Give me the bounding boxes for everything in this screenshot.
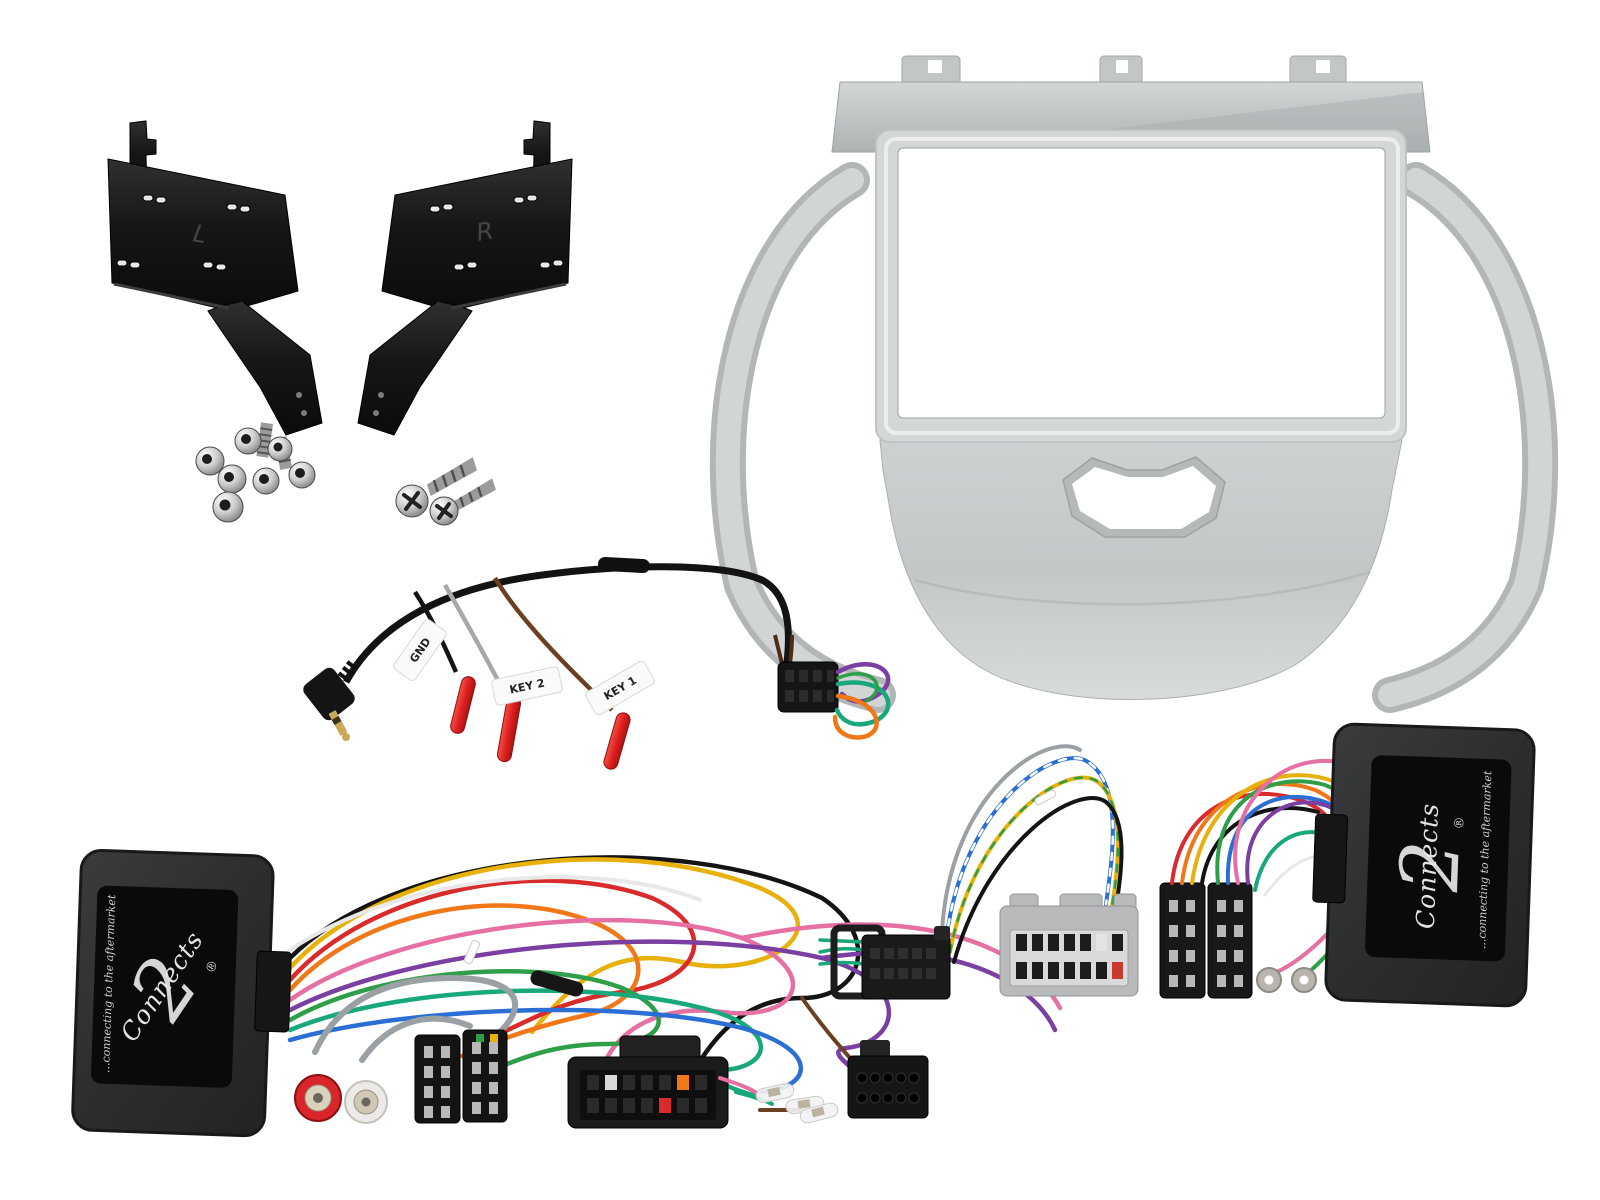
brand-registered: ® [1452, 816, 1467, 830]
hazard-switch-cutout [1062, 456, 1226, 538]
bracket-left-slots [116, 194, 251, 271]
bullet-terminals [450, 676, 631, 770]
fascia-lower-body [879, 439, 1403, 700]
interface-module-left: 2 Connects ® ...connecting to the afterm… [71, 848, 292, 1138]
bracket-left-fold-highlight [113, 282, 229, 310]
bracket-right-foot-holes [373, 392, 384, 416]
fascia-panel [709, 55, 1559, 713]
iso-connector-pair [1159, 882, 1253, 999]
cable-tie [463, 939, 481, 965]
mounting-brackets: L R [107, 120, 573, 436]
clear-bullet-connectors [718, 1076, 839, 1124]
bracket-left: L [107, 120, 323, 436]
interface-module-right: 2 Connects ® ...connecting to the afterm… [1312, 722, 1536, 1008]
heatshrink [598, 557, 650, 573]
iso-connector-pair [414, 1029, 508, 1124]
brand-script: Connects [1411, 802, 1444, 929]
fascia-right-wing [1372, 162, 1559, 713]
right-harness-assembly: 2 Connects ® ...connecting to the afterm… [818, 722, 1536, 1008]
din-opening [897, 147, 1386, 419]
cable-tie [1034, 789, 1057, 806]
module-output-connector [254, 950, 292, 1033]
patch-lead: GND KEY 2 KEY 1 [303, 557, 891, 770]
screw-thread [426, 457, 478, 496]
bracket-right-slots [429, 194, 564, 271]
twisted-wire-loop [818, 744, 1124, 966]
bracket-left-letter: L [191, 219, 209, 249]
grey-vehicle-connector [999, 893, 1139, 997]
brand-tagline: ...connecting to the aftermarket [1475, 770, 1494, 949]
din-frame-bevel [884, 137, 1400, 435]
machine-screw-cluster [195, 422, 316, 523]
wire-labels: GND KEY 2 KEY 1 [393, 619, 655, 716]
bracket-left-foot-holes [296, 392, 307, 416]
patch-wire-loops [832, 662, 891, 740]
twelve-pin-connector [847, 1040, 929, 1119]
fascia-top-tabs [901, 55, 1347, 87]
hex-sockets [202, 434, 305, 511]
screw-thread [453, 478, 496, 512]
phillips-crosses [402, 491, 453, 520]
heatshrink [530, 970, 584, 997]
brand-numeral: 2 [1383, 839, 1478, 894]
brand-tagline: ...connecting to the aftermarket [99, 894, 118, 1073]
module-input-connector [1312, 813, 1349, 904]
rca-plugs [294, 1074, 388, 1124]
bracket-right-fold-highlight [451, 282, 567, 310]
bracket-right: R [357, 120, 573, 436]
fascia-crease [914, 570, 1371, 606]
patch-molex-connector [773, 634, 839, 713]
screw-pack [195, 422, 496, 526]
aux-jack-plug [303, 658, 359, 741]
quadlock-connector [830, 924, 951, 1000]
brand-logo: 2 Connects ® ...connecting to the afterm… [1383, 770, 1494, 949]
bracket-right-letter: R [474, 216, 495, 246]
vehicle-connector [567, 1035, 729, 1129]
left-harness-assembly: 2 Connects ® ...connecting to the afterm… [71, 848, 1063, 1138]
self-tapping-screws [395, 457, 496, 526]
